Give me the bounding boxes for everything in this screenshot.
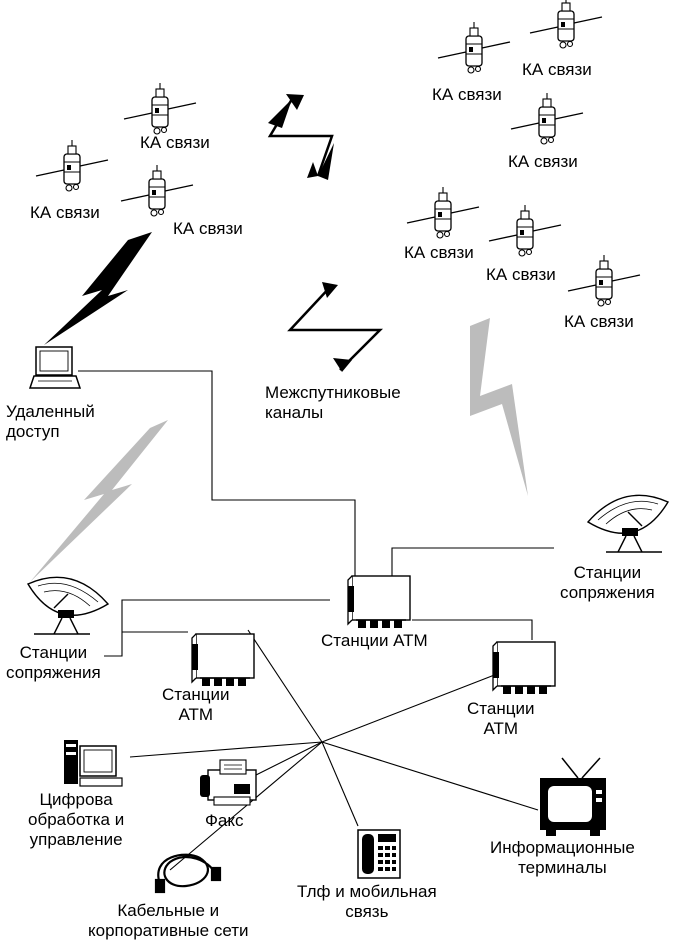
info-terminals-label: Информационные терминалы xyxy=(490,838,635,877)
downlink-bolt-grey-left xyxy=(30,420,168,582)
intersat-link-upper xyxy=(267,94,334,180)
atm-left-label: Станции АТМ xyxy=(162,685,230,724)
satellite-label: КА связи xyxy=(564,312,634,331)
atm-right-label: Станции АТМ xyxy=(467,699,535,738)
satellite-label: КА связи xyxy=(522,60,592,79)
satellite-icon xyxy=(406,186,480,239)
gateway-right-label: Станции сопряжения xyxy=(560,563,655,602)
satellite-label: КА связи xyxy=(486,265,556,284)
phone-mobile-label: Тлф и мобильная связь xyxy=(297,882,437,921)
satellite-label: КА связи xyxy=(140,133,210,152)
digital-processing-label: Цифрова обработка и управление xyxy=(28,790,125,849)
cable-icon xyxy=(154,853,222,894)
satellite-label: КА связи xyxy=(30,203,100,222)
tv-icon xyxy=(540,757,606,836)
atm-station-icon-left xyxy=(191,633,255,687)
network-lines xyxy=(78,370,554,871)
satellite-icon xyxy=(529,0,603,49)
cable-networks-label: Кабельные и корпоративные сети xyxy=(88,901,249,940)
downlink-bolt-black xyxy=(44,232,152,345)
phone-icon xyxy=(357,829,401,879)
satellite-icon xyxy=(35,139,109,192)
satellite-icon xyxy=(123,82,197,135)
satellite-label: КА связи xyxy=(432,85,502,104)
satellite-icon xyxy=(120,164,194,217)
satellite-icon xyxy=(437,21,511,74)
computer-icon xyxy=(64,740,123,787)
remote-access-label: Удаленный доступ xyxy=(6,402,95,441)
intersat-links-label: Межспутниковые каналы xyxy=(265,383,401,422)
atm-station-icon-center xyxy=(347,575,411,629)
satellite-icon xyxy=(510,92,584,145)
atm-station-icon-right xyxy=(492,641,556,695)
laptop-icon xyxy=(28,346,82,389)
satellite-dish-icon-right xyxy=(587,494,669,553)
fax-label: Факс xyxy=(205,811,244,830)
gateway-left-label: Станции сопряжения xyxy=(6,643,101,682)
satellite-icon xyxy=(567,254,641,307)
downlink-bolt-grey-right xyxy=(470,318,528,496)
satellite-label: КА связи xyxy=(404,243,474,262)
satellite-dish-icon-left xyxy=(27,576,109,635)
atm-center-label: Станции АТМ xyxy=(321,631,428,650)
satellite-label: КА связи xyxy=(173,219,243,238)
satellite-icon xyxy=(488,204,562,257)
intersat-link-lower xyxy=(287,282,384,372)
fax-icon xyxy=(200,759,257,806)
satellite-label: КА связи xyxy=(508,152,578,171)
